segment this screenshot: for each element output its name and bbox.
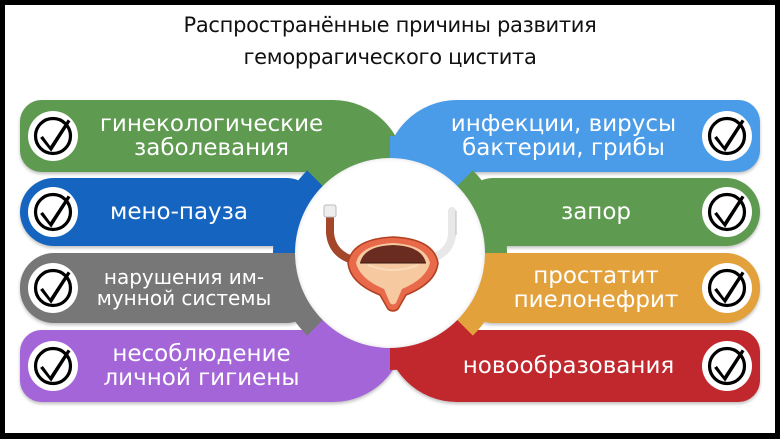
check-circle-icon xyxy=(28,341,78,391)
cause-label: мено-пауза xyxy=(110,198,248,225)
check-circle-icon xyxy=(28,187,78,237)
check-circle-icon xyxy=(28,263,78,313)
cause-gynecological-diseases: гинекологические заболевания xyxy=(20,100,405,172)
cause-menopause: мено-пауза xyxy=(20,178,320,246)
cause-label: запор xyxy=(560,198,632,225)
title-line-1: Распространённые причины развития xyxy=(183,13,597,37)
cause-constipation: запор xyxy=(460,178,760,246)
check-circle-icon xyxy=(702,341,752,391)
cause-immune-disorders: нарушения им- мунной системы xyxy=(20,253,320,323)
cause-label: инфекции, вирусы бактерии, грибы xyxy=(450,110,677,161)
cause-neoplasms: новообразования xyxy=(385,330,760,402)
cause-label: несоблюдение личной гигиены xyxy=(103,340,300,391)
check-circle-icon xyxy=(28,111,78,161)
title-line-2: геморрагического цистита xyxy=(243,45,537,69)
check-circle-icon xyxy=(702,187,752,237)
infographic-canvas: Распространённые причины развития геморр… xyxy=(5,5,775,433)
bladder-illustration xyxy=(323,204,457,312)
cause-prostatitis-pyelonephritis: простатит пиелонефрит xyxy=(460,253,760,323)
check-circle-icon xyxy=(702,111,752,161)
cause-label: нарушения им- мунной системы xyxy=(96,265,272,310)
check-circle-icon xyxy=(702,263,752,313)
cause-label: простатит пиелонефрит xyxy=(513,262,679,313)
cause-label: гинекологические заболевания xyxy=(99,110,324,161)
cause-poor-hygiene: несоблюдение личной гигиены xyxy=(20,330,405,402)
cause-label: новообразования xyxy=(462,352,675,379)
